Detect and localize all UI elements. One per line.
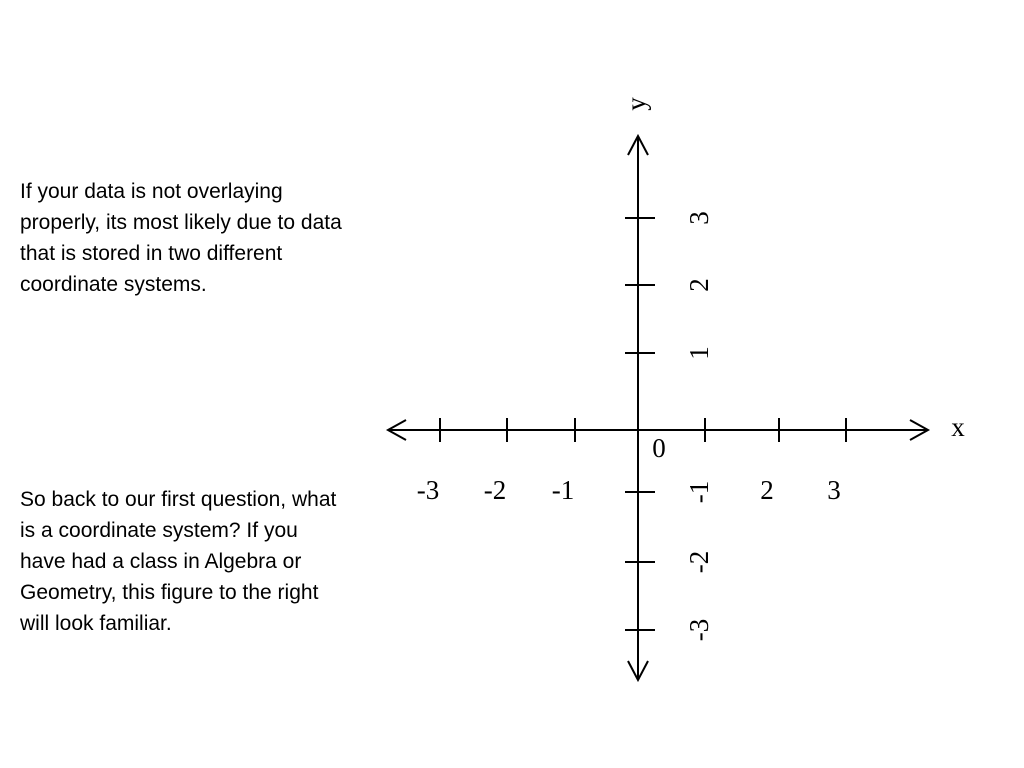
x-tick-label: 2 <box>760 475 774 505</box>
axis-ticks <box>439 217 847 631</box>
x-axis-right-arrow <box>909 419 931 441</box>
y-tick-label: 2 <box>684 278 714 292</box>
axes-lines <box>385 133 931 683</box>
x-axis-label: x <box>951 412 965 442</box>
x-tick-label: -1 <box>552 475 575 505</box>
y-axis-top-arrow <box>627 133 649 156</box>
y-tick-label: 1 <box>684 346 714 360</box>
y-tick-label: 3 <box>684 211 714 225</box>
x-tick-label: -3 <box>417 475 440 505</box>
y-axis-label: y <box>621 97 651 111</box>
axis-tick-labels: -3 -2 -1 2 3 3 2 1 -1 -2 -3 <box>417 211 841 641</box>
y-axis-bottom-arrow <box>627 660 649 683</box>
x-tick-label: 3 <box>827 475 841 505</box>
x-axis-left-arrow <box>385 419 407 441</box>
y-tick-label: -1 <box>684 481 714 504</box>
origin-label: 0 <box>652 433 666 463</box>
question-paragraph: So back to our first question, what is a… <box>20 488 337 635</box>
y-tick-label: -3 <box>684 619 714 642</box>
intro-paragraph: If your data is not overlaying properly,… <box>20 180 342 296</box>
x-tick-label: -2 <box>484 475 507 505</box>
y-tick-label: -2 <box>684 551 714 574</box>
